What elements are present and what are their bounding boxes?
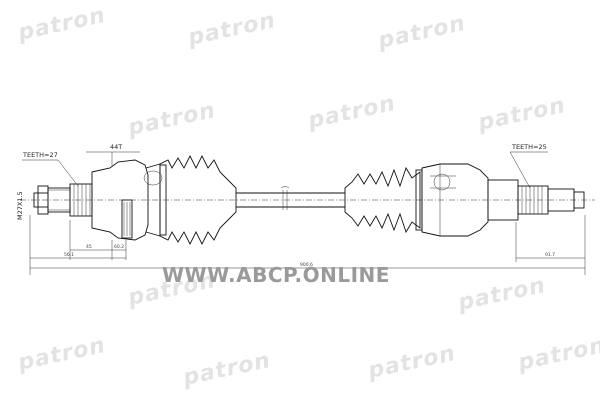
watermark: patron (185, 8, 278, 51)
teeth-right-label: TEETH=25 (511, 143, 547, 151)
watermark: patron (365, 341, 458, 384)
watermark: patron (15, 333, 108, 376)
dimension-lines: 45 60.2 56.1 900.6 91.7 (29, 215, 586, 275)
website-watermark: WWW.ABCP.ONLINE (162, 263, 390, 287)
dimension-left-a: 56.1 (64, 252, 74, 258)
inner-cv-joint (421, 163, 489, 237)
watermark: patron (475, 93, 568, 136)
outer-cv-boot (159, 154, 237, 246)
watermark: patron (15, 3, 108, 46)
outer-cv-joint (91, 159, 163, 241)
watermark: patron (180, 348, 273, 391)
watermark: patron (455, 273, 548, 316)
annotations: TEETH=27 TEETH=25 M27X1.5 44T (16, 143, 548, 220)
main-shaft (236, 186, 345, 210)
watermark: patron (305, 91, 398, 134)
watermark: patron (375, 11, 468, 54)
thread-label: M27X1.5 (16, 191, 24, 220)
abs-ring-label: 44T (110, 143, 122, 151)
dimension-left-c: 60.2 (114, 244, 124, 250)
right-stub-shaft (487, 179, 585, 221)
dimension-overall: 900.6 (300, 262, 313, 268)
abs-ring (121, 199, 133, 239)
watermark: patron (515, 333, 600, 376)
watermark: patron (125, 98, 218, 141)
dimension-left-b: 45 (86, 244, 92, 250)
watermark-layer: patron patron patron patron patron patro… (15, 3, 600, 391)
dimension-right-a: 91.7 (545, 252, 555, 258)
teeth-left-label: TEETH=27 (22, 151, 58, 159)
